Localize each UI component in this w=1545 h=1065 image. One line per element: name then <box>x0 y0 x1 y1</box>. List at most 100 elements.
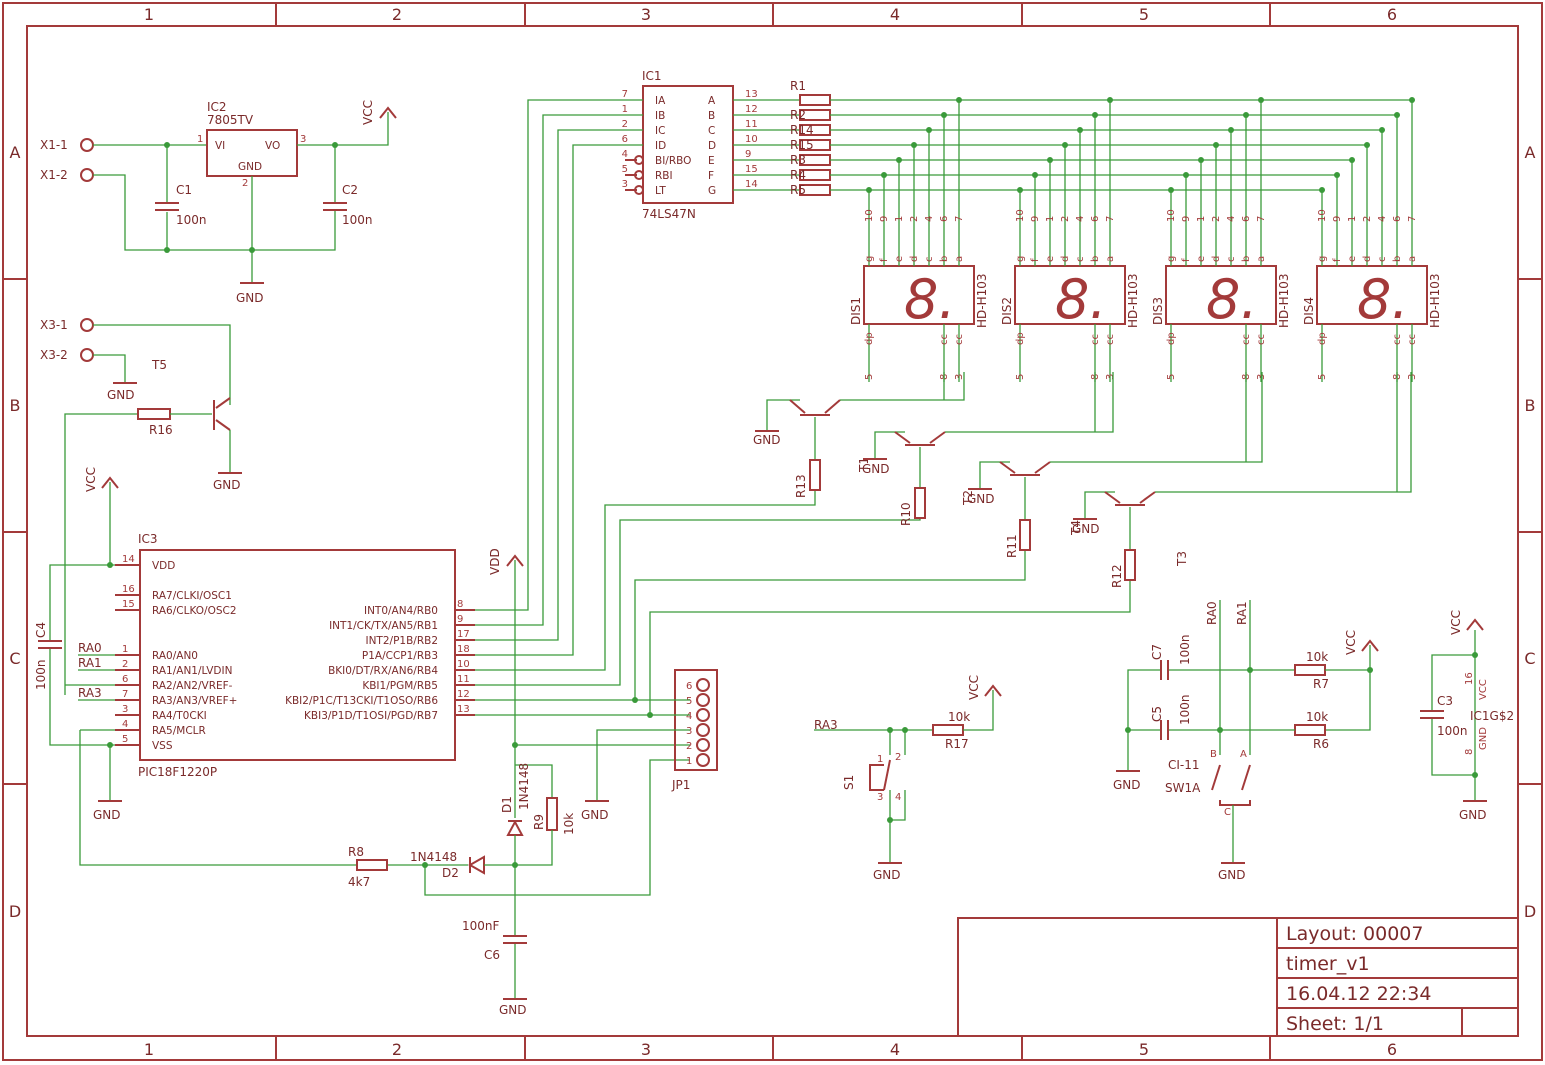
display-name: DIS1 <box>849 297 863 325</box>
grid-row-b: B <box>10 396 21 415</box>
svg-text:D1: D1 <box>500 796 514 813</box>
svg-text:C: C <box>1224 807 1231 818</box>
drawing-date: 16.04.12 22:34 <box>1286 983 1431 1005</box>
svg-text:D2: D2 <box>442 866 459 880</box>
jp1-pin-num: 4 <box>686 711 692 722</box>
programming-section: VDD R9 10k D1 1N4148 1N4148 D2 R8 4k7 GN… <box>348 548 718 1017</box>
ic3-right-pin-num: 8 <box>457 599 463 610</box>
svg-text:R17: R17 <box>945 737 969 751</box>
display-bottom-pin-letter: dp <box>1015 332 1026 345</box>
jp1-pin <box>696 723 710 737</box>
display-pin-letter: g <box>1166 256 1177 262</box>
display-pin-letter: a <box>1105 256 1116 262</box>
svg-text:R6: R6 <box>1313 737 1329 751</box>
grid-col-3-bottom: 3 <box>641 1040 651 1059</box>
display-pin-num: 9 <box>879 216 890 222</box>
ic3-left-pin-name: RA2/AN2/VREF- <box>152 680 233 692</box>
svg-text:RA3: RA3 <box>814 718 838 732</box>
display-pin-letter: f <box>1030 258 1041 262</box>
ic1-out-num: 15 <box>745 164 758 175</box>
svg-text:VCC: VCC <box>1449 610 1463 635</box>
display-pin-num: 6 <box>1392 216 1403 222</box>
display-type: HD-H103 <box>1126 273 1140 328</box>
seven-seg-glyph: 8. <box>904 268 956 331</box>
svg-text:GND: GND <box>499 1003 527 1017</box>
r10-resistor <box>914 487 926 519</box>
svg-text:JP1: JP1 <box>671 778 690 792</box>
grid-col-6-bottom: 6 <box>1387 1040 1397 1059</box>
jp1-pin <box>696 678 710 692</box>
ic3-left-pin-num: 3 <box>122 704 128 715</box>
ic3-right-pin-name: P1A/CCP1/RB3 <box>362 650 438 662</box>
display-bottom-pin-num: 3 <box>1407 374 1418 380</box>
svg-text:GND: GND <box>1218 868 1246 882</box>
grid-labels: 1 2 3 4 5 6 1 2 3 4 5 6 A B C D A B C D <box>9 5 1536 1059</box>
ic1-value: 74LS47N <box>642 207 696 221</box>
ic3-microcontroller: IC3 PIC18F1220P 14VDD16RA7/CLKI/OSC115RA… <box>34 467 475 866</box>
ic3-left-pin-name: RA0/AN0 <box>152 650 198 662</box>
ic3-left-pin-num: 4 <box>122 719 128 730</box>
x1-2-label: X1-2 <box>40 168 68 182</box>
ic1-pin-num: 4 <box>622 149 628 160</box>
svg-text:GND: GND <box>873 868 901 882</box>
grid-row-c-right: C <box>1524 649 1535 668</box>
svg-text:2: 2 <box>895 752 901 763</box>
sheet-number: Sheet: 1/1 <box>1286 1013 1384 1035</box>
display-bottom-pin-num: 5 <box>1317 374 1328 380</box>
svg-text:RA1: RA1 <box>78 656 102 670</box>
jp1-pin <box>696 753 710 767</box>
r17-resistor <box>932 724 964 736</box>
ic3-left-pin-name: RA5/MCLR <box>152 725 206 737</box>
segment-resistor-label: R2 <box>790 108 806 122</box>
svg-text:100n: 100n <box>1437 724 1468 738</box>
svg-text:SW1A: SW1A <box>1165 781 1201 795</box>
ic1-pin-num: 1 <box>622 104 628 115</box>
svg-text:GND: GND <box>967 492 995 506</box>
digit-drivers: R13 GND T1 R10 GND T2 R11 GND T4 <box>753 372 1412 588</box>
ic1-out-name: C <box>708 125 715 137</box>
svg-text:4: 4 <box>895 792 901 803</box>
grid-col-3: 3 <box>641 5 651 24</box>
display-name: DIS3 <box>1151 297 1165 325</box>
svg-text:T1: T1 <box>857 457 871 473</box>
grid-col-2: 2 <box>392 5 402 24</box>
svg-text:2: 2 <box>242 178 248 189</box>
display-pin-num: 4 <box>1226 216 1237 222</box>
display-pin-num: 10 <box>1015 209 1026 222</box>
display-pin-letter: e <box>1347 256 1358 262</box>
segment-resistor-label: R4 <box>790 168 806 182</box>
display-pin-num: 7 <box>1256 216 1267 222</box>
ic3-left-pin-name: RA4/T0CKI <box>152 710 207 722</box>
ic3-left-pin-name: RA7/CLKI/OSC1 <box>152 590 232 602</box>
svg-text:B: B <box>1210 749 1217 760</box>
ic3-right-pin-num: 18 <box>457 644 470 655</box>
svg-text:10k: 10k <box>1306 710 1328 724</box>
svg-text:1: 1 <box>197 134 203 145</box>
svg-text:100n: 100n <box>34 659 48 690</box>
t5-label: T5 <box>151 358 167 372</box>
svg-text:GND: GND <box>238 161 262 173</box>
ic1-out-num: 12 <box>745 104 758 115</box>
svg-text:RA0: RA0 <box>78 641 102 655</box>
ic1-out-name: A <box>708 95 716 107</box>
ic3-left-pin-num: 16 <box>122 584 135 595</box>
seven-seg-glyph: 8. <box>1055 268 1107 331</box>
ic1-out-num: 14 <box>745 179 758 190</box>
ic1-pin-num: 5 <box>622 164 628 175</box>
s1-button-section: RA3 10k R17 VCC GND S1 1 2 3 4 <box>814 675 1002 882</box>
display-pin-letter: a <box>954 256 965 262</box>
display-pin-letter: b <box>1392 256 1403 262</box>
display-pin-letter: c <box>924 257 935 263</box>
svg-text:100n: 100n <box>1178 694 1192 725</box>
ic3-right-pin-name: INT0/AN4/RB0 <box>364 605 438 617</box>
ic3-left-pin-name: RA3/AN3/VREF+ <box>152 695 237 707</box>
ic1-pin-num: 6 <box>622 134 628 145</box>
ic3-left-pin-name: VSS <box>152 740 173 752</box>
display-pin-letter: a <box>1256 256 1267 262</box>
svg-text:GND: GND <box>1459 808 1487 822</box>
svg-text:S1: S1 <box>842 775 856 790</box>
svg-text:T4: T4 <box>1069 520 1083 536</box>
c1-value: 100n <box>176 213 207 227</box>
svg-text:GND: GND <box>862 462 890 476</box>
